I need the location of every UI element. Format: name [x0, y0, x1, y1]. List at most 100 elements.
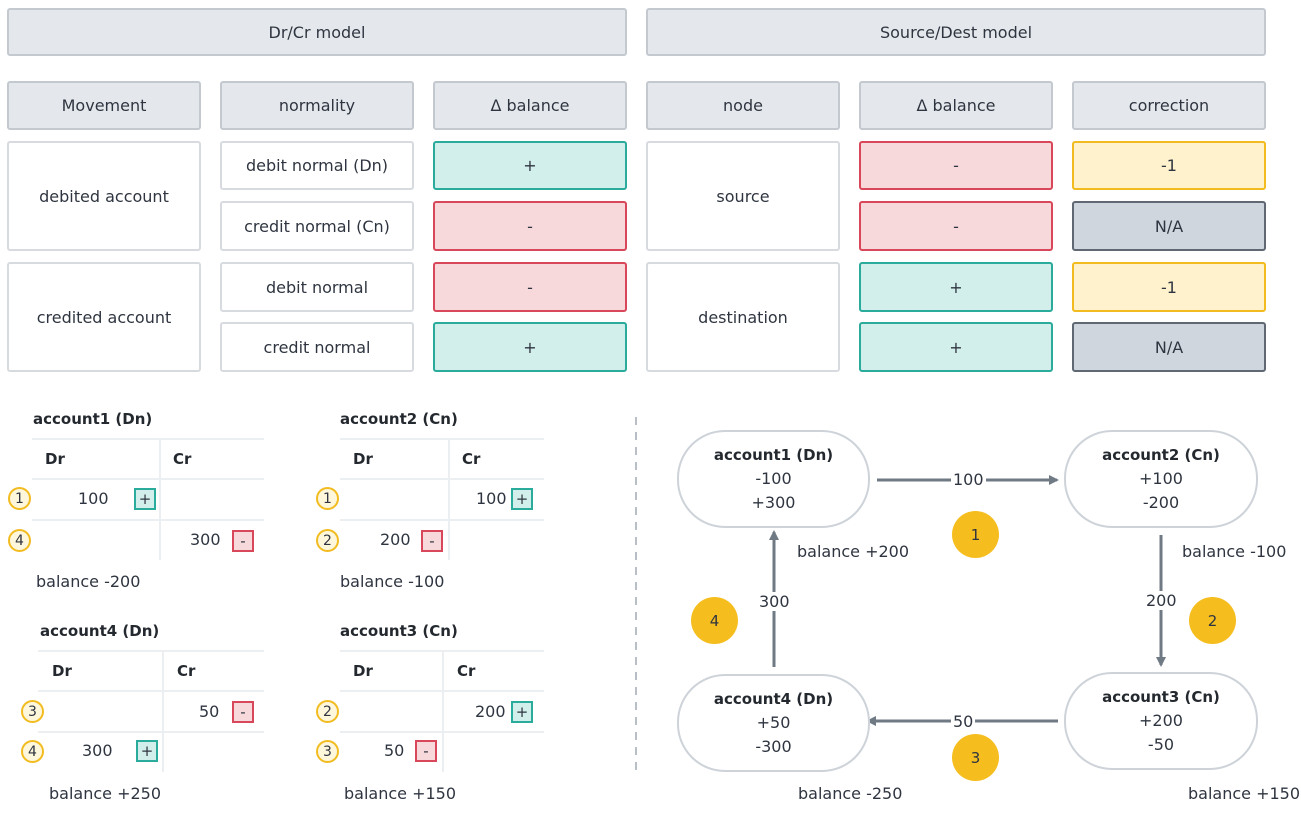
delta-cell: -	[433, 201, 627, 251]
node-title: account1 (Dn)	[713, 446, 834, 464]
node-balance: balance -250	[798, 784, 903, 803]
cr-header: Cr	[173, 450, 192, 468]
cr-amount: 200	[475, 702, 506, 721]
ledger-rule	[340, 731, 544, 733]
dr-header: Dr	[45, 450, 65, 468]
movement-credited: credited account	[7, 262, 201, 372]
step-marker: 2	[316, 529, 339, 552]
graph-node-account1: account1 (Dn) -100 +300	[677, 430, 870, 528]
ledger-rule	[340, 690, 544, 692]
minus-sign: -	[421, 530, 443, 552]
ledger-divider	[442, 650, 444, 772]
node-balance: balance +150	[1188, 784, 1301, 803]
node-balance: balance +200	[797, 542, 910, 561]
step-marker: 1	[316, 487, 339, 510]
delta-cell: +	[433, 322, 627, 372]
ledger-rule	[340, 438, 544, 440]
node-entry: +200	[1139, 711, 1183, 730]
normality-cell: debit normal	[220, 262, 414, 312]
correction-cell: -1	[1072, 262, 1266, 312]
node-source: source	[646, 141, 840, 251]
step-badge: 4	[691, 597, 738, 644]
step-marker: 3	[316, 740, 339, 763]
correction-cell: -1	[1072, 141, 1266, 190]
cr-header: Cr	[462, 450, 481, 468]
ledger-rule	[38, 731, 264, 733]
cr-header: Cr	[457, 662, 476, 680]
cr-header: Cr	[177, 662, 196, 680]
ledger-rule	[32, 438, 264, 440]
node-entry: +300	[751, 493, 796, 512]
step-badge: 1	[952, 511, 999, 558]
delta-cell: +	[859, 262, 1053, 312]
delta-cell: +	[859, 322, 1053, 372]
edge-label: 300	[757, 592, 792, 611]
ledger-rule	[38, 690, 264, 692]
delta-cell: +	[433, 141, 627, 190]
node-entry: -100	[755, 469, 792, 488]
ledger-rule	[340, 478, 544, 480]
step-marker: 3	[21, 700, 44, 723]
section-divider	[635, 417, 637, 777]
dr-header: Dr	[353, 662, 373, 680]
graph-node-account2: account2 (Cn) +100 -200	[1064, 430, 1258, 528]
delta-cell: -	[433, 262, 627, 312]
node-entry: -200	[1142, 493, 1180, 512]
header-delta-balance: Δ balance	[859, 81, 1053, 130]
node-title: account2 (Cn)	[1102, 446, 1220, 464]
ledger-balance: balance -200	[36, 572, 141, 591]
movement-debited: debited account	[7, 141, 201, 251]
plus-sign: +	[136, 740, 158, 762]
ledger-title: account1 (Dn)	[33, 410, 153, 428]
ledger-divider	[162, 650, 164, 772]
ledger-title: account2 (Cn)	[340, 410, 458, 428]
normality-cell: credit normal	[220, 322, 414, 372]
normality-cell: credit normal (Cn)	[220, 201, 414, 251]
cr-amount: 100	[476, 489, 507, 508]
header-delta-balance: Δ balance	[433, 81, 627, 130]
srcdest-title: Source/Dest model	[646, 8, 1266, 56]
step-marker: 4	[8, 529, 31, 552]
plus-sign: +	[511, 488, 533, 510]
plus-sign: +	[511, 701, 533, 723]
dr-amount: 200	[380, 530, 411, 549]
dr-amount: 50	[384, 741, 405, 760]
node-title: account3 (Cn)	[1102, 688, 1220, 706]
minus-sign: -	[232, 530, 254, 552]
node-title: account4 (Dn)	[713, 690, 834, 708]
delta-cell: -	[859, 201, 1053, 251]
dr-amount: 300	[82, 741, 113, 760]
step-marker: 2	[316, 700, 339, 723]
ledger-balance: balance -100	[340, 572, 445, 591]
header-movement: Movement	[7, 81, 201, 130]
step-badge: 2	[1189, 597, 1236, 644]
ledger-rule	[32, 519, 264, 521]
delta-cell: -	[859, 141, 1053, 190]
edge-label: 200	[1144, 591, 1179, 610]
ledger-title: account4 (Dn)	[40, 622, 160, 640]
node-destination: destination	[646, 262, 840, 372]
edge-label: 50	[951, 712, 976, 731]
drcr-title: Dr/Cr model	[7, 8, 627, 56]
ledger-balance: balance +150	[344, 784, 457, 803]
step-badge: 3	[952, 734, 999, 781]
correction-cell: N/A	[1072, 322, 1266, 372]
node-entry: -300	[755, 737, 792, 756]
header-node: node	[646, 81, 840, 130]
graph-node-account4: account4 (Dn) +50 -300	[677, 674, 870, 772]
ledger-divider	[448, 438, 450, 560]
minus-sign: -	[232, 701, 254, 723]
ledger-divider	[159, 438, 161, 560]
node-entry: -50	[1147, 735, 1175, 754]
header-correction: correction	[1072, 81, 1266, 130]
node-entry: +100	[1139, 469, 1183, 488]
edge-label: 100	[951, 470, 986, 489]
step-marker: 4	[21, 740, 44, 763]
correction-cell: N/A	[1072, 201, 1266, 251]
minus-sign: -	[415, 740, 437, 762]
dr-amount: 100	[78, 489, 109, 508]
step-marker: 1	[8, 487, 31, 510]
ledger-rule	[38, 650, 264, 652]
ledger-title: account3 (Cn)	[340, 622, 458, 640]
cr-amount: 300	[190, 530, 221, 549]
